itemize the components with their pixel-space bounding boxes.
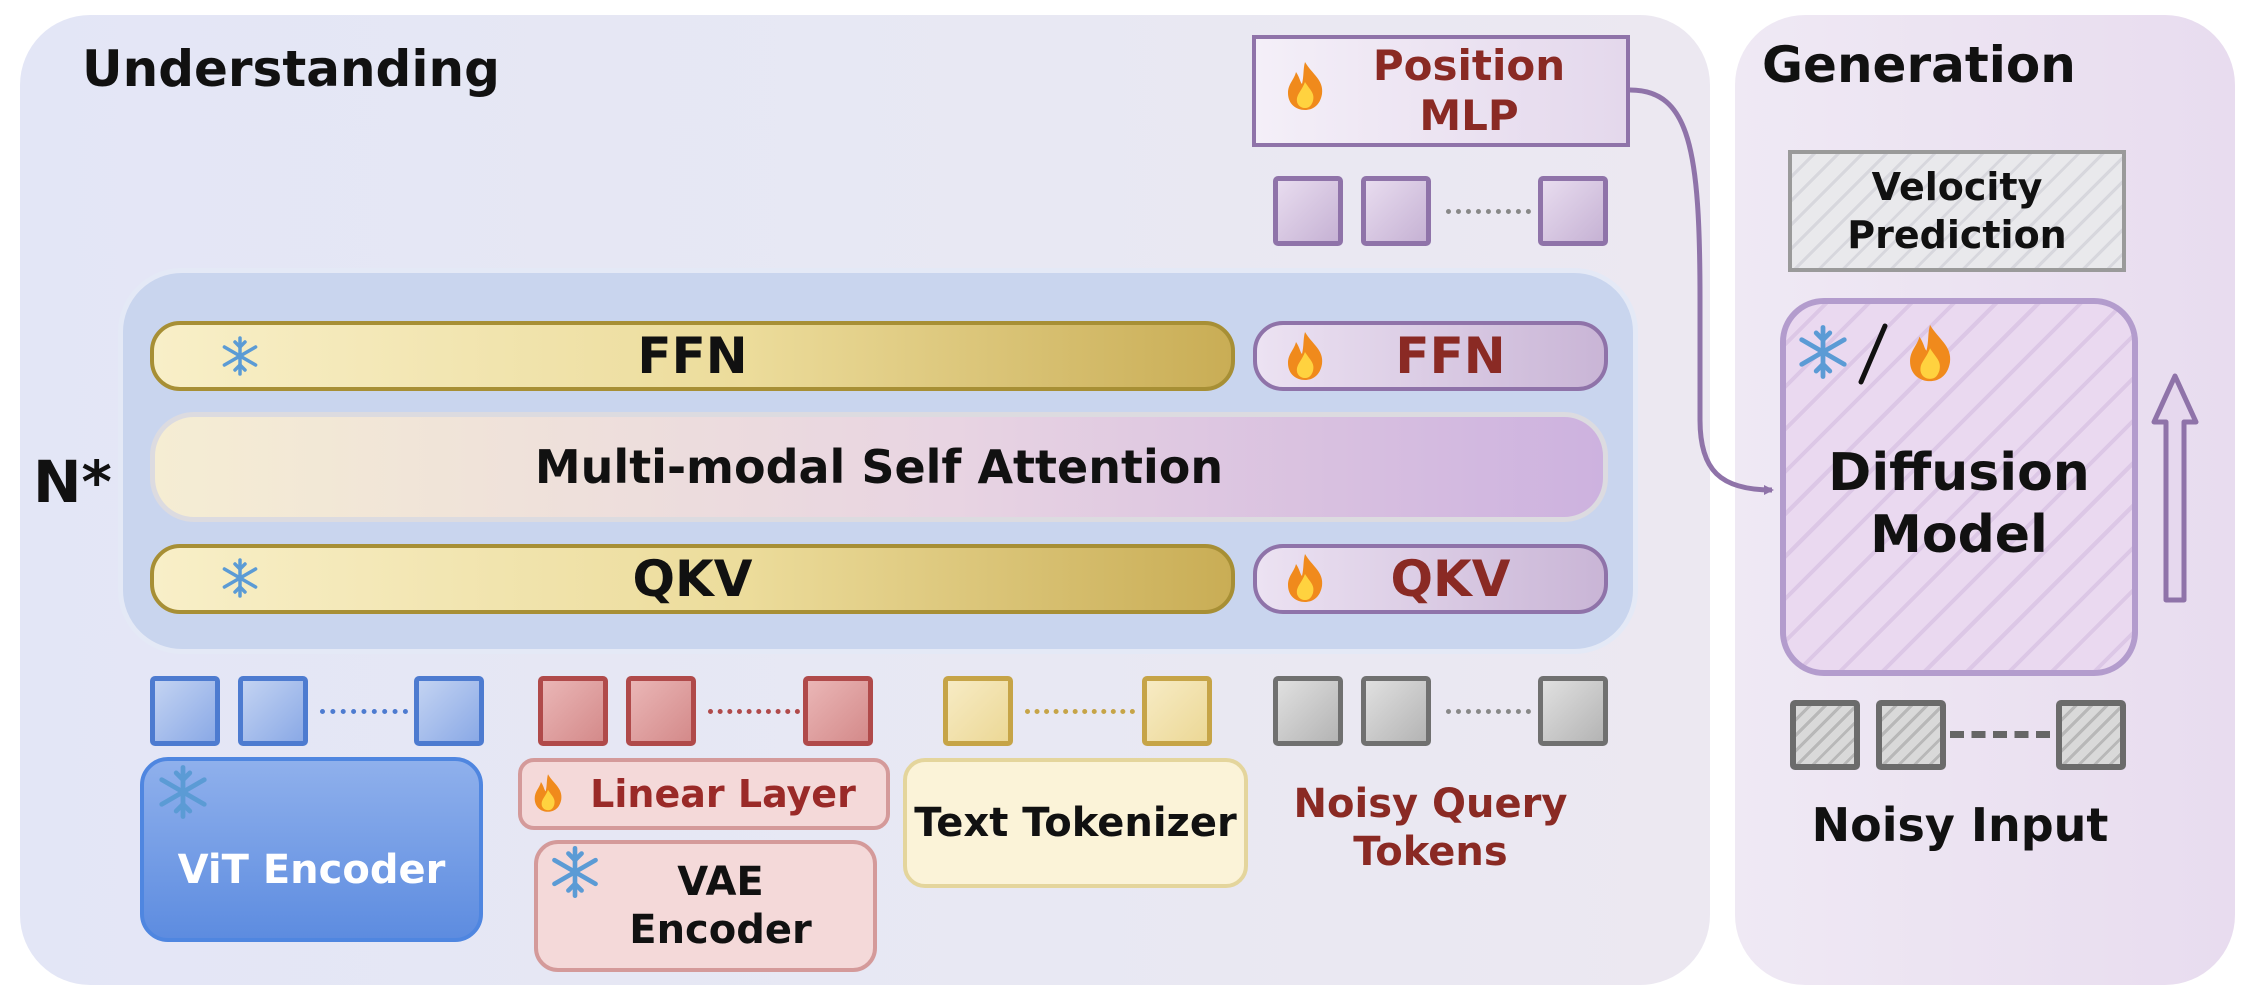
- position-mlp-box: Position MLP: [1252, 35, 1630, 147]
- snowflake-icon: [1799, 325, 1847, 379]
- noisy-input-token: [2056, 700, 2126, 770]
- fire-icon: [534, 774, 562, 812]
- qkv-frozen-bar: QKV: [150, 544, 1235, 614]
- output-token: [1273, 176, 1343, 246]
- vae-token: [626, 676, 696, 746]
- noisy-query-label: Noisy Query Tokens: [1258, 768, 1603, 888]
- snowflake-icon: [552, 845, 598, 899]
- velocity-line2: Prediction: [1847, 213, 2067, 257]
- vision-token: [414, 676, 484, 746]
- fire-icon: [1288, 62, 1323, 110]
- snowflake-icon: [222, 336, 258, 376]
- fire-icon: [1910, 324, 1951, 382]
- ffn-frozen-label: FFN: [637, 327, 748, 385]
- vae-encoder-line1: VAE: [677, 859, 764, 905]
- ffn-frozen-bar: FFN: [150, 321, 1235, 391]
- noisy-input-token: [1876, 700, 1946, 770]
- linear-layer-label: Linear Layer: [590, 772, 856, 816]
- text-tokenizer-label: Text Tokenizer: [914, 800, 1237, 846]
- fire-icon: [1288, 554, 1323, 602]
- understanding-title: Understanding: [82, 40, 500, 98]
- ffn-trainable-label: FFN: [1395, 327, 1506, 385]
- snowflake-icon: [159, 765, 207, 819]
- text-tokenizer-box: Text Tokenizer: [903, 758, 1248, 888]
- vit-encoder-box: ViT Encoder: [140, 757, 483, 942]
- vae-encoder-line2: Encoder: [629, 907, 812, 953]
- qkv-frozen-label: QKV: [632, 550, 753, 608]
- attention-bar: Multi-modal Self Attention: [150, 412, 1608, 522]
- noisy-query-token: [1273, 676, 1343, 746]
- vision-token-ellipsis: [320, 709, 408, 715]
- vae-token: [803, 676, 873, 746]
- output-token-ellipsis: [1446, 209, 1531, 215]
- noisy-input-ellipsis: [1950, 731, 2050, 738]
- text-token: [943, 676, 1013, 746]
- fire-icon: [1288, 332, 1323, 380]
- qkv-trainable-label: QKV: [1390, 550, 1511, 608]
- position-mlp-line1: Position: [1372, 41, 1566, 90]
- noisy-query-token: [1538, 676, 1608, 746]
- slash-icon: [1858, 323, 1888, 385]
- text-token: [1142, 676, 1212, 746]
- noisy-input-token: [1790, 700, 1860, 770]
- diffusion-line1: Diffusion: [1828, 443, 2090, 503]
- velocity-line1: Velocity: [1871, 165, 2043, 209]
- noisy-query-line2: Tokens: [1353, 829, 1508, 875]
- upward-arrow-icon: [2151, 373, 2199, 603]
- text-token-ellipsis: [1025, 709, 1135, 715]
- noisy-query-line1: Noisy Query: [1293, 781, 1568, 827]
- velocity-prediction-box: Velocity Prediction: [1788, 150, 2126, 272]
- generation-title: Generation: [1762, 36, 2076, 94]
- noisy-input-label: Noisy Input: [1811, 798, 2109, 852]
- position-mlp-line2: MLP: [1419, 91, 1519, 140]
- linear-layer-box: Linear Layer: [518, 758, 890, 830]
- vit-encoder-label: ViT Encoder: [177, 846, 446, 893]
- vae-token-ellipsis: [708, 709, 800, 715]
- diffusion-line2: Model: [1870, 505, 2048, 565]
- output-token: [1538, 176, 1608, 246]
- stack-repeat-label: N*: [33, 448, 112, 516]
- snowflake-icon: [222, 558, 258, 598]
- attention-label: Multi-modal Self Attention: [534, 440, 1224, 494]
- vision-token: [238, 676, 308, 746]
- output-token: [1361, 176, 1431, 246]
- noisy-query-token: [1361, 676, 1431, 746]
- vae-token: [538, 676, 608, 746]
- vision-token: [150, 676, 220, 746]
- noisy-query-token-ellipsis: [1446, 709, 1531, 715]
